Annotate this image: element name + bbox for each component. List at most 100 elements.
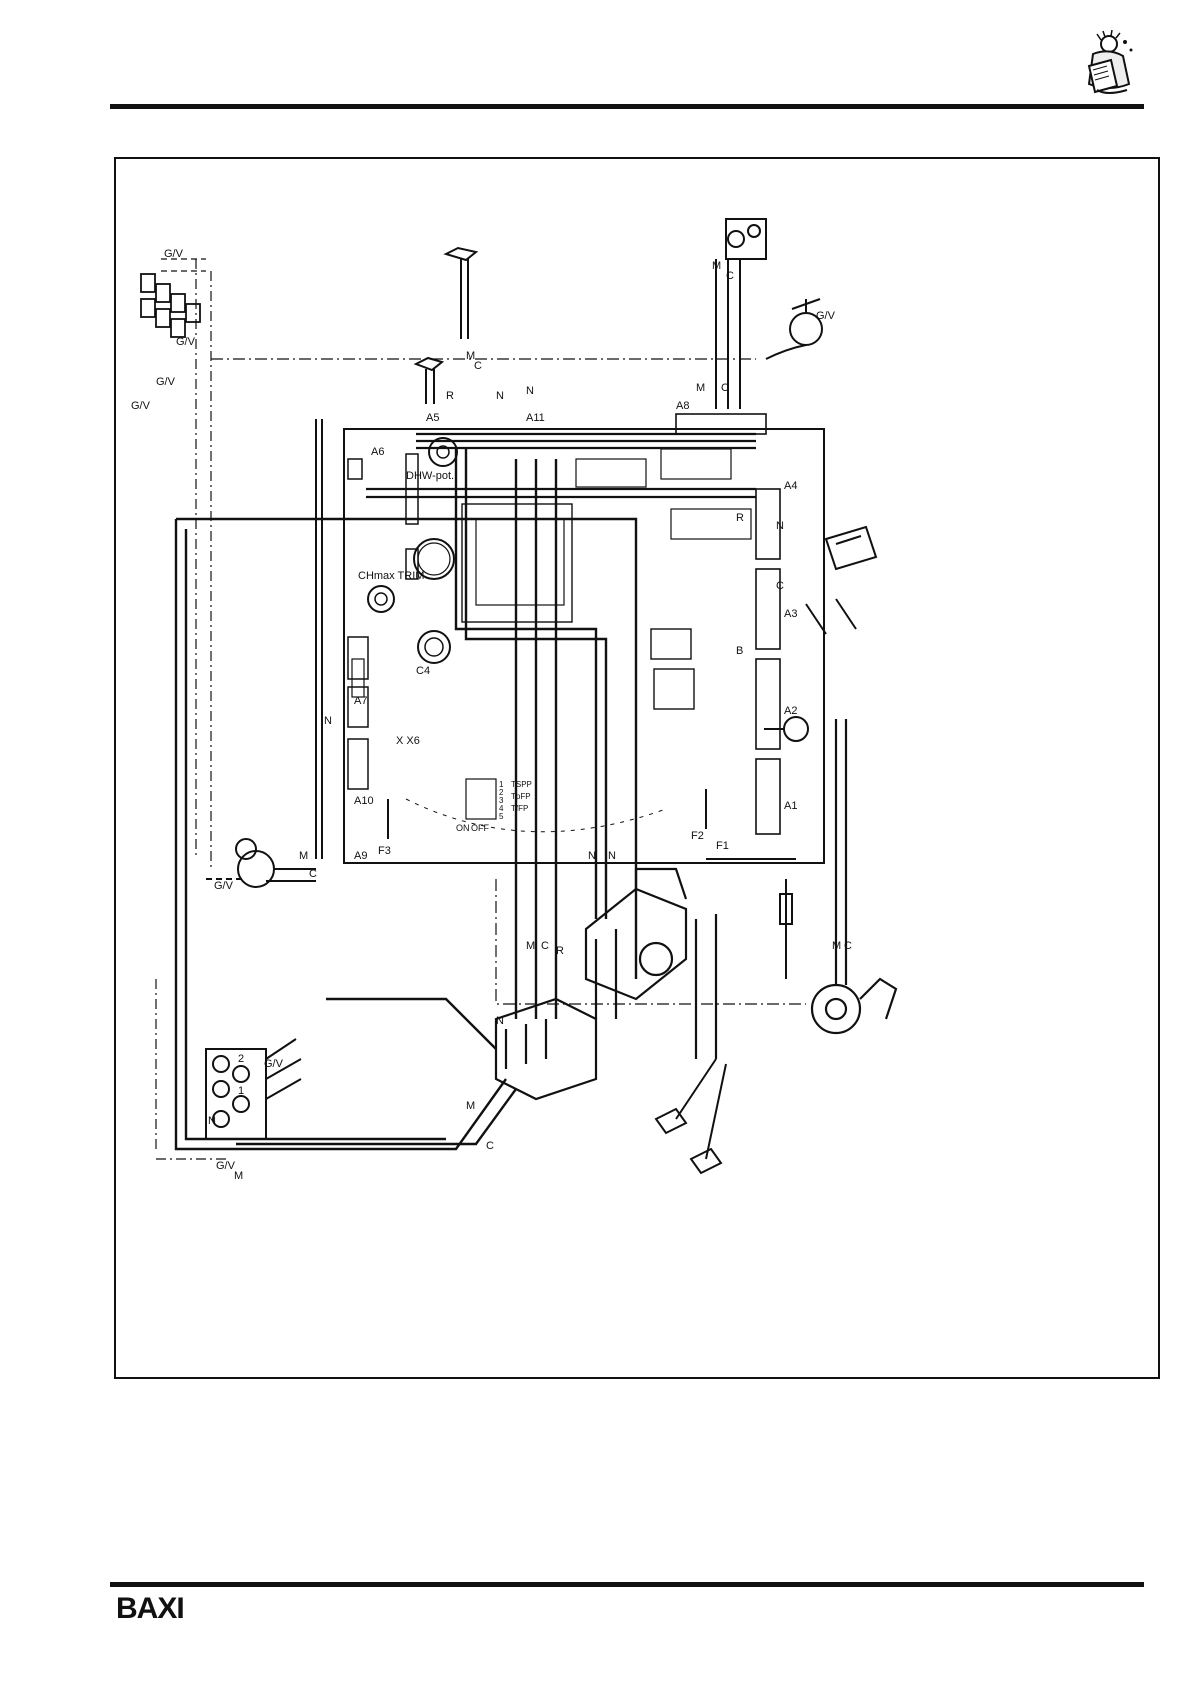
svg-text:5: 5 [499,812,504,821]
wire-label-c: C [486,1140,494,1152]
spark-electrode-icon [706,858,796,979]
label-a11: A11 [526,412,545,424]
label-chmax-trim: CHmax TRIM [358,570,424,582]
connector-a6 [347,458,363,480]
wiring-diagram-frame: A9 A10 A7 A6 A5 A11 A8 A4 A3 A2 A1 F1 F2… [114,157,1160,1379]
earth-terminal-block-icon [140,273,201,338]
terminal-number-2: 2 [238,1053,244,1065]
gas-valve-icon [584,867,718,1059]
label-f2: F2 [691,830,704,842]
wire-label-m: M [832,940,841,952]
wire-label-n: N [496,390,504,402]
label-a6: A6 [371,446,384,458]
dip-switch-block: ON OFF 1 2 3 4 5 TSPP TpFP TfFP [456,778,532,833]
wire-label-gv: G/V [176,336,196,348]
wire-label-r: R [736,512,744,524]
wire-label-n: N [208,1115,216,1127]
label-f1: F1 [716,840,729,852]
wire-label-m: M [466,1100,475,1112]
wire-label-c: C [474,360,482,372]
label-dhw-pot: DHW-pot. [406,470,454,482]
label-a3: A3 [784,608,797,620]
svg-text:TfFP: TfFP [511,804,528,813]
wire-label-gv: G/V [216,1160,236,1172]
pressure-switch-icon [715,218,767,409]
wire-label-m: M [696,382,705,394]
wire-label-n: N [526,385,534,397]
wire-label-c: C [309,868,317,880]
mascot-reading-manual-icon [1087,30,1133,94]
label-a2: A2 [784,705,797,717]
svg-text:OFF: OFF [471,823,489,833]
label-a7: A7 [354,695,367,707]
control-board [343,428,825,864]
wire-label-n: N [608,850,616,862]
mains-terminal-block-icon [205,1038,302,1140]
chmax-trim-icon [367,585,395,613]
svg-text:3: 3 [499,796,504,805]
c4-capacitor-icon [417,630,451,664]
diverter-valve-icon [494,997,598,1101]
connector-a10 [347,686,369,728]
ignition-leads-icon [654,1058,727,1175]
wire-label-gv: G/V [816,310,836,322]
connector-a1 [755,758,781,835]
wire-label-c: C [541,940,549,952]
brand-logo: BAXI [116,1592,185,1625]
svg-text:ON: ON [456,823,470,833]
label-a10: A10 [354,795,374,807]
header-rule [110,104,1144,109]
label-a9: A9 [354,850,367,862]
wire-label-b: B [736,645,743,657]
air-pressure-switch-icon [764,716,809,742]
fan-icon [810,719,898,1035]
svg-text:TpFP: TpFP [511,792,531,801]
wire-label-r: R [446,390,454,402]
label-f3: F3 [378,845,391,857]
wire-label-m: M [466,350,475,362]
wire-label-m: M [234,1170,243,1182]
connector-a3 [755,568,781,650]
wire-label-m: M [526,940,535,952]
dhw-potentiometer-icon [428,437,458,467]
svg-text:2: 2 [499,788,504,797]
svg-text:TSPP: TSPP [511,780,532,789]
dhw-flow-switch-icon [765,298,823,360]
connector-a2 [755,658,781,750]
connector-a8 [675,413,767,435]
label-a5: A5 [426,412,439,424]
wire-label-c: C [721,382,729,394]
label-xx6: X X6 [396,735,420,747]
wire-label-n: N [324,715,332,727]
micro-switch-icon [805,525,878,635]
wire-label-gv: G/V [131,400,151,412]
wire-label-c: C [776,580,784,592]
wire-label-gv: G/V [214,880,234,892]
wire-label-gv: G/V [156,376,176,388]
wire-label-r: R [556,945,564,957]
connector-a4 [755,488,781,560]
wire-label-c: C [726,270,734,282]
label-a4: A4 [784,480,797,492]
wire-label-gv: G/V [164,248,184,260]
label-c4: C4 [416,665,430,677]
connector-a9 [347,738,369,790]
wire-label-n: N [776,520,784,532]
wire-label-n: N [496,1015,504,1027]
footer-rule [110,1582,1144,1587]
wiring-diagram: A9 A10 A7 A6 A5 A11 A8 A4 A3 A2 A1 F1 F2… [131,218,898,1182]
wire-label-gv: G/V [264,1058,284,1070]
flow-sensor-icon [413,246,479,404]
connector-a7 [347,636,369,680]
svg-text:4: 4 [499,804,504,813]
relay-outline [575,458,647,488]
label-a1: A1 [784,800,797,812]
pump-icon [206,838,316,888]
terminal-number-1: 1 [238,1085,244,1097]
svg-text:1: 1 [499,780,504,789]
wire-label-n: N [588,850,596,862]
wire-label-m: M [299,850,308,862]
wire-label-m: M [712,260,721,272]
label-a8: A8 [676,400,689,412]
wire-label-c: C [844,940,852,952]
